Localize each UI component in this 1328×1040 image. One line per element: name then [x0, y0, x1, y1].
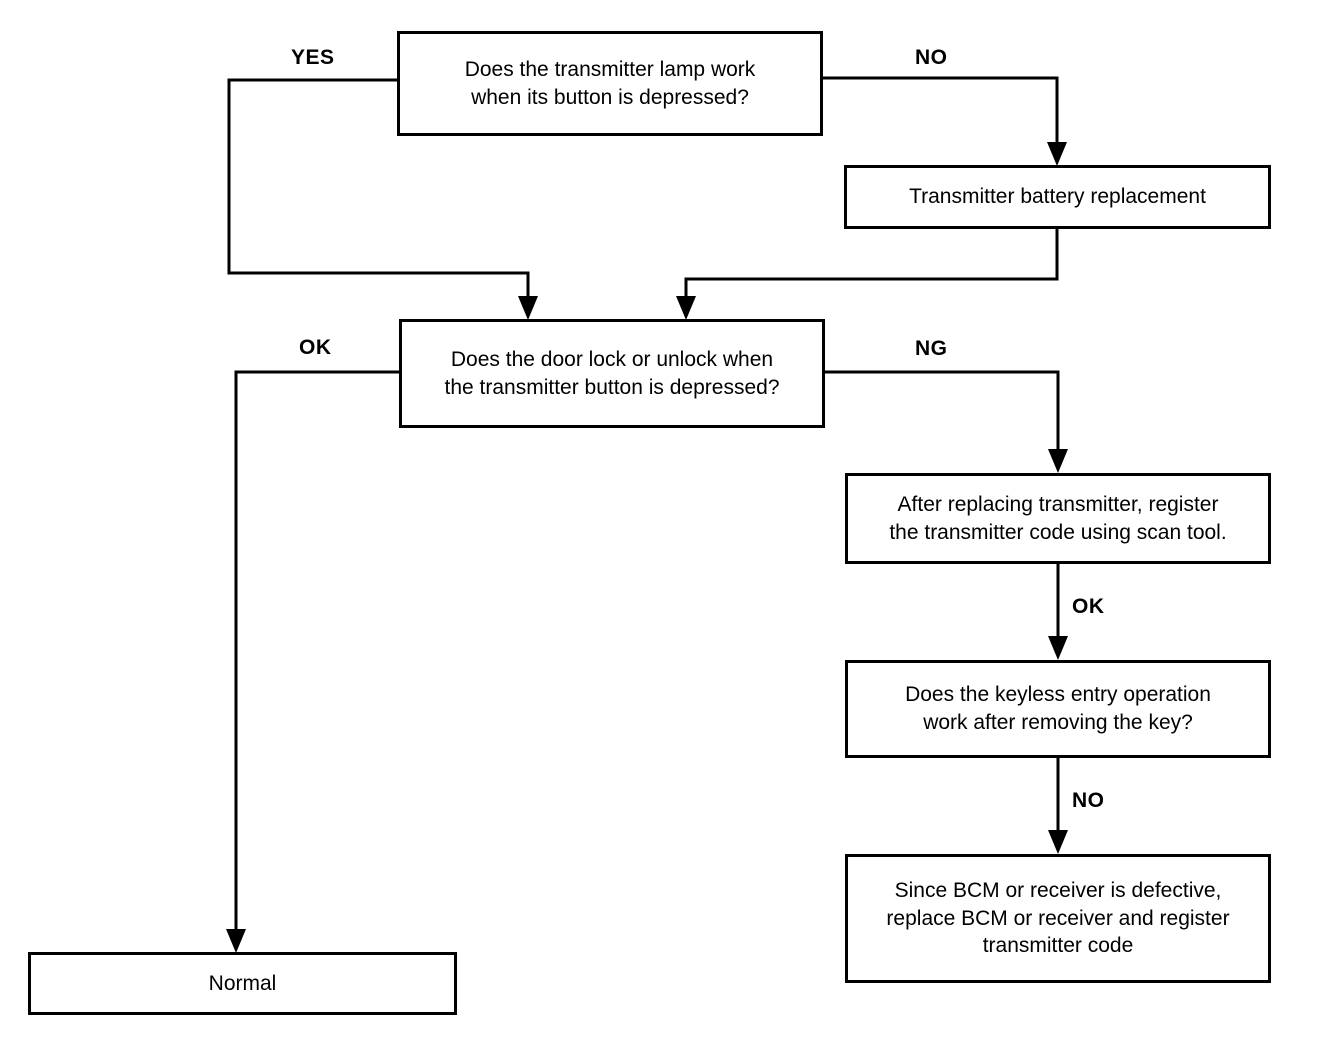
node-question-door-lock-unlock[interactable]: Does the door lock or unlock when the tr… [399, 319, 825, 428]
arrowhead-ng-q2-to-register [1048, 449, 1068, 473]
arrowhead-ok-q2-to-normal [226, 929, 246, 953]
arrowhead-battery-to-q2 [676, 296, 696, 320]
node-transmitter-battery-replacement[interactable]: Transmitter battery replacement [844, 165, 1271, 229]
edge-battery-to-q2 [684, 228, 1059, 306]
node-question-keyless-entry-operation[interactable]: Does the keyless entry operation work af… [845, 660, 1271, 758]
edge-no-q1-to-battery [823, 76, 1059, 151]
arrowhead-yes-q1-to-q2 [518, 296, 538, 320]
edge-label-yes: YES [291, 46, 335, 69]
edge-label-ng: NG [915, 337, 948, 360]
node-normal[interactable]: Normal [28, 952, 457, 1015]
arrowhead-no-q1-to-battery [1047, 142, 1067, 166]
node-replace-bcm-or-receiver[interactable]: Since BCM or receiver is defective, repl… [845, 854, 1271, 983]
arrowhead-no-q3-to-bcm [1048, 830, 1068, 854]
node-register-transmitter-code[interactable]: After replacing transmitter, register th… [845, 473, 1271, 564]
node-question-transmitter-lamp[interactable]: Does the transmitter lamp work when its … [397, 31, 823, 136]
edge-ng-q2-to-register [824, 370, 1060, 458]
edge-ok-q2-to-normal [234, 370, 399, 938]
edge-label-no-bcm: NO [1072, 789, 1105, 812]
edge-label-ok-normal: OK [299, 336, 332, 359]
arrowhead-ok-register-to-q3 [1048, 636, 1068, 660]
edge-label-ok-register: OK [1072, 595, 1105, 618]
edge-label-no-battery: NO [915, 46, 948, 69]
